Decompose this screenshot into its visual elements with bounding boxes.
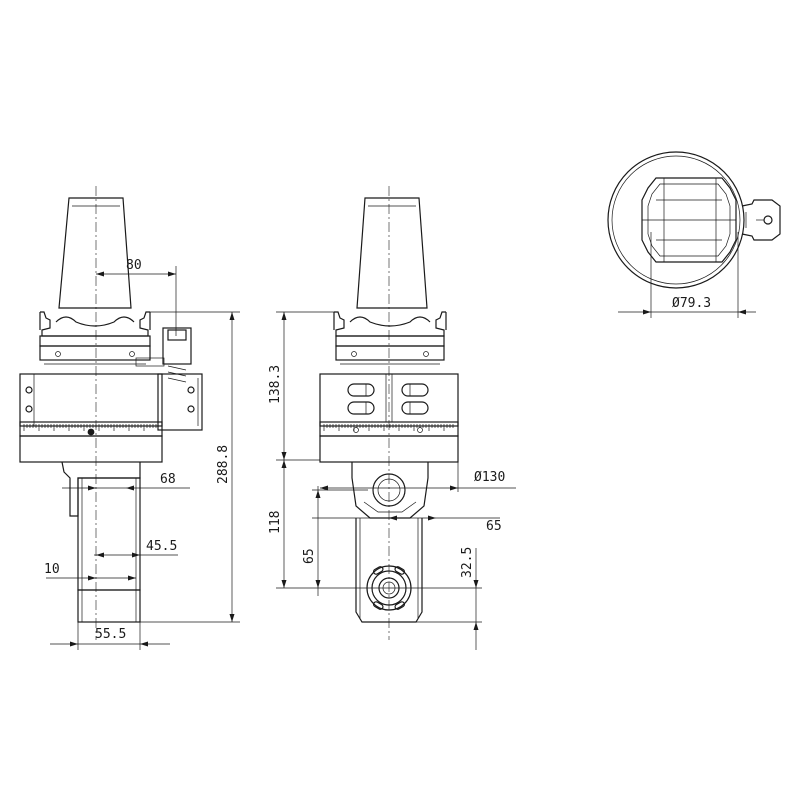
dim-65-vertical-label: 65	[302, 548, 317, 564]
dim-68-label: 68	[160, 472, 176, 487]
front-taper	[356, 197, 428, 309]
side-view	[19, 186, 203, 640]
dim-79-label: Ø79.3	[672, 296, 711, 311]
dim-118-label: 118	[268, 511, 283, 534]
side-taper	[58, 197, 132, 309]
dim-65-horizontal-label: 65	[486, 519, 502, 534]
dim-10-label: 10	[44, 562, 60, 577]
side-dimensions: 80 68 45.5 10 55.5 288.8	[44, 258, 240, 650]
dim-138-label: 138.3	[268, 365, 283, 404]
side-lower-housing	[77, 477, 141, 591]
top-stop-tab	[741, 199, 781, 241]
dim-32-label: 32.5	[460, 547, 475, 578]
dim-80-label: 80	[126, 258, 142, 273]
side-flange	[40, 311, 150, 337]
front-dimensions: 138.3 118 65 65 Ø130 32.5	[268, 311, 516, 650]
dim-55-label: 55.5	[95, 627, 126, 642]
side-neck	[61, 461, 141, 517]
top-outer-circle	[607, 151, 745, 289]
dim-130-label: Ø130	[474, 470, 505, 485]
top-square-head	[641, 177, 737, 263]
dim-45-label: 45.5	[146, 539, 177, 554]
dim-288-label: 288.8	[216, 445, 231, 484]
front-flange	[334, 311, 446, 337]
side-stop-block	[162, 327, 192, 365]
side-body	[19, 373, 163, 427]
front-body	[319, 373, 459, 427]
front-view	[319, 186, 459, 640]
top-view	[607, 151, 781, 289]
top-dimensions: Ø79.3	[618, 232, 756, 318]
